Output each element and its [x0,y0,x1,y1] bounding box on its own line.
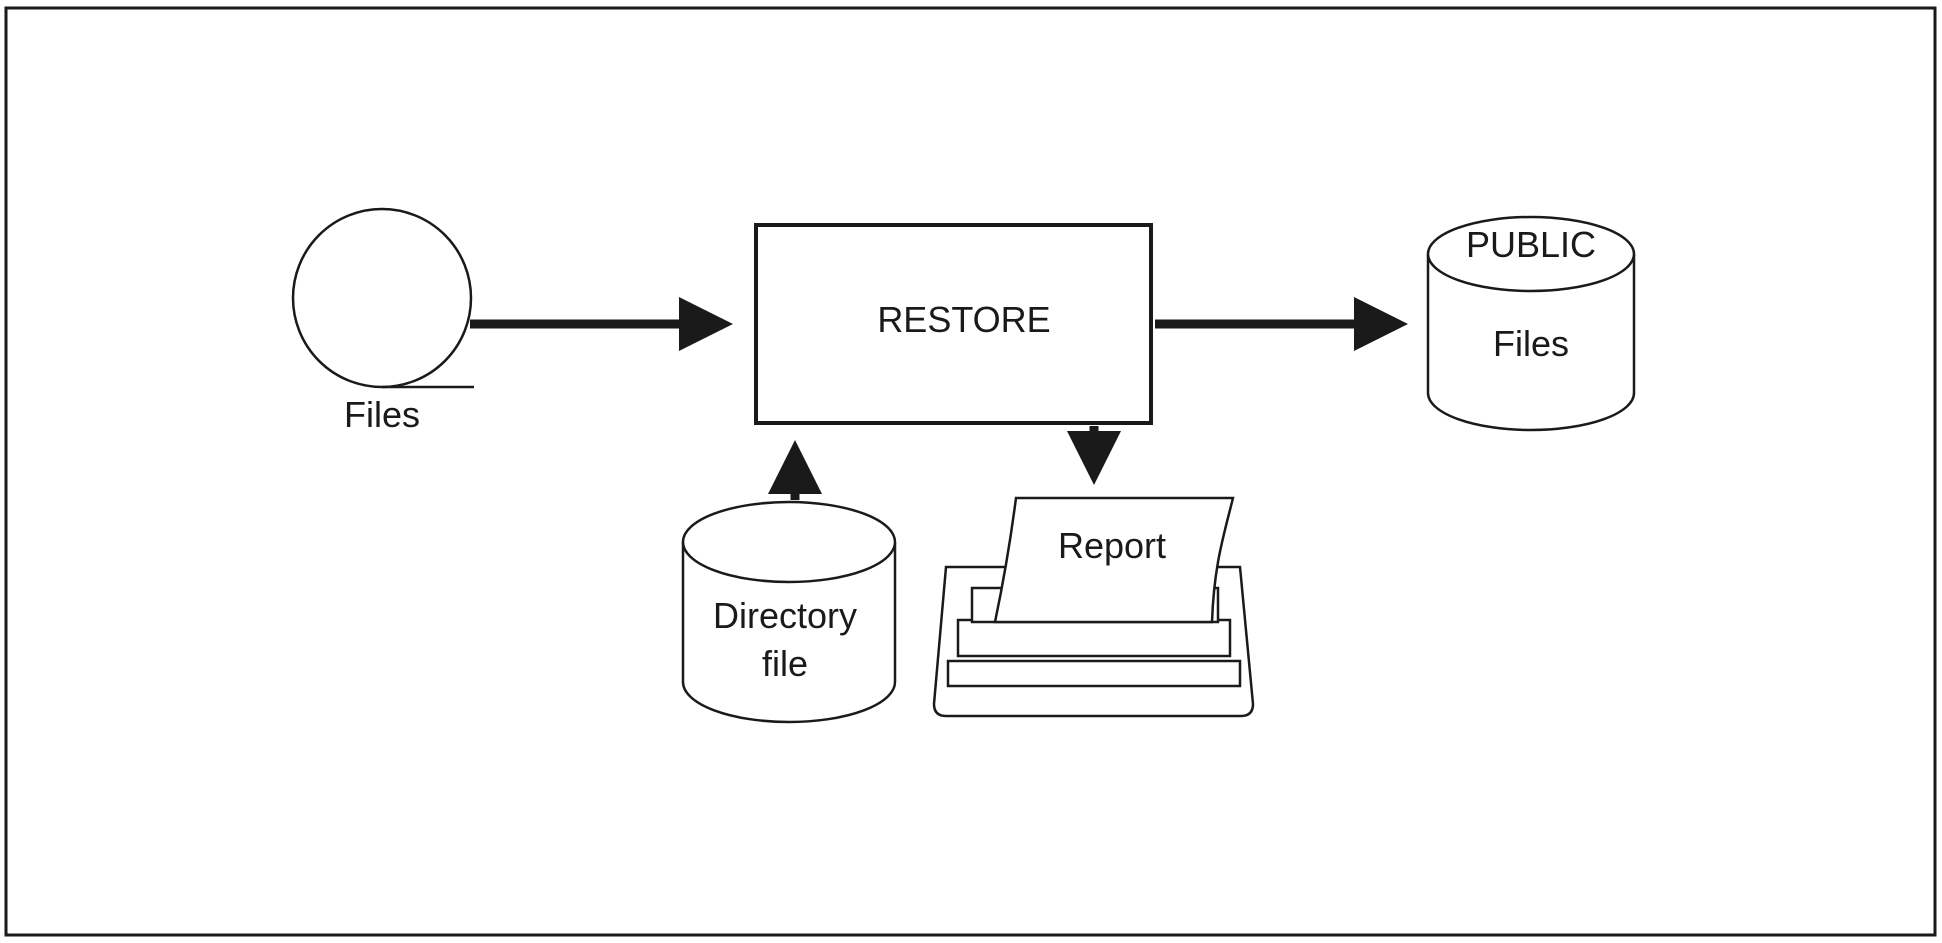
tape-reel-icon [291,207,473,389]
public-files-node: PUBLIC Files [1426,215,1636,432]
report-node: Report [932,496,1255,718]
public-files-top-label: PUBLIC [1466,224,1596,265]
directory-file-node: Directory file [681,500,897,724]
public-files-cylinder-top [1426,215,1636,293]
directory-file-label-line1: Directory [713,595,857,636]
input-files-node: Files [291,207,474,435]
input-files-label: Files [344,394,420,435]
restore-node: RESTORE [754,223,1153,425]
diagram-frame [4,6,1937,937]
restore-label: RESTORE [877,299,1050,340]
printer-tray-2 [956,618,1232,658]
printer-icon [932,496,1255,718]
directory-file-label-line2: file [762,643,808,684]
directory-cylinder-top [681,500,897,584]
directory-cylinder-body [681,542,897,724]
report-paper [993,496,1235,624]
report-label: Report [1058,525,1166,566]
restore-box [754,223,1153,425]
public-files-label: Files [1493,323,1569,364]
printer-tray-3 [946,659,1242,688]
public-files-cylinder-body [1426,254,1636,432]
